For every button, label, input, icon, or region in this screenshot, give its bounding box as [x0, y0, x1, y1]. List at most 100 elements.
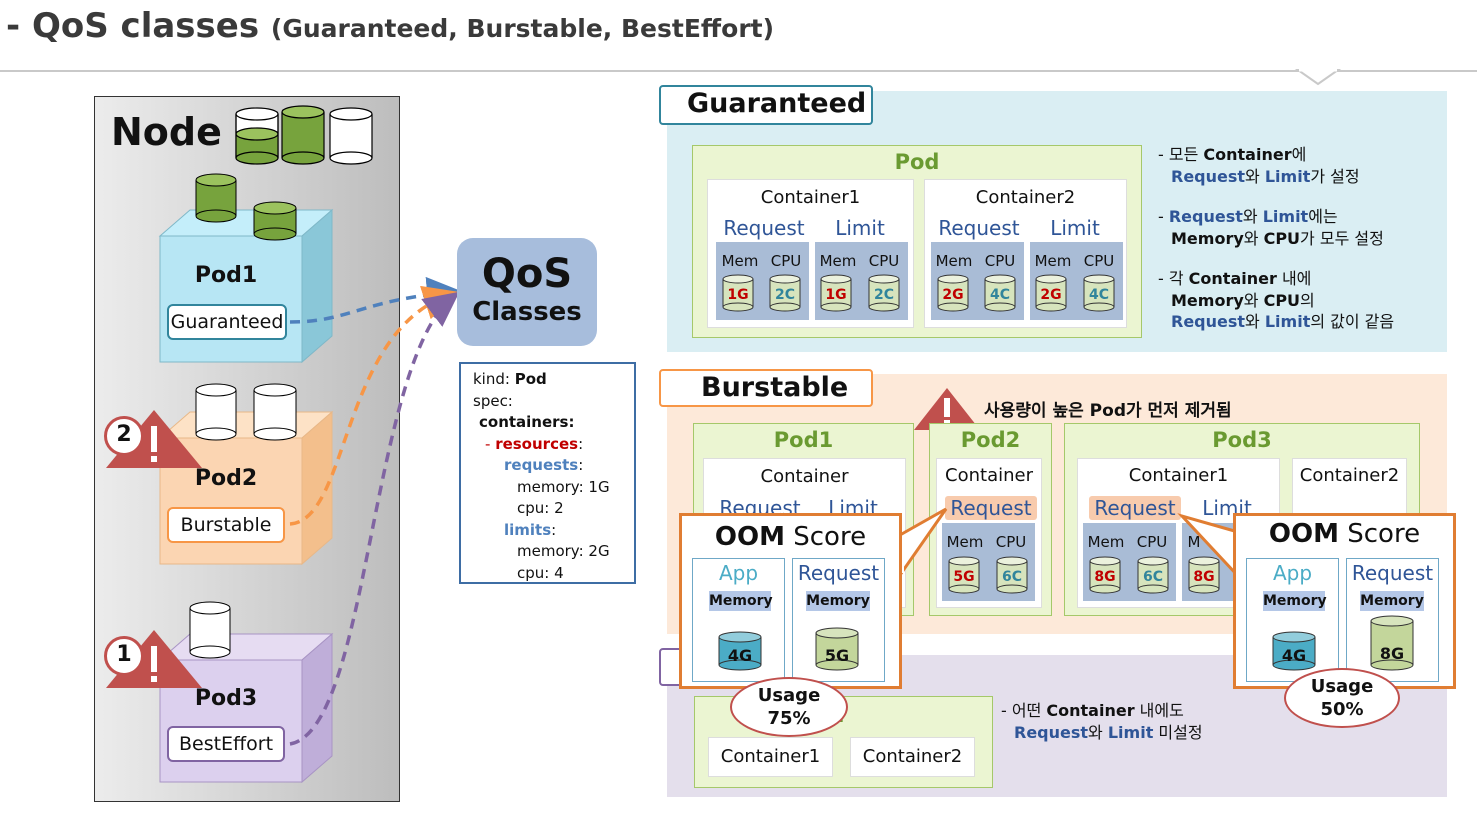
- be-container2-title: Container2: [862, 746, 963, 767]
- node-cylinder-2: [281, 105, 325, 165]
- b-pod2-container-title: Container: [945, 465, 1033, 486]
- g-c1-lim-mem-cylinder: 1G: [820, 274, 852, 312]
- b-pod2-mem-cylinder: 5G: [948, 556, 980, 594]
- oom-left-app-cylinder: 4G: [718, 631, 762, 671]
- pod1-cube: [158, 173, 334, 364]
- pod3-label: Pod3: [194, 686, 258, 711]
- g-c1-req-cpu-label: CPU: [770, 252, 802, 270]
- header-notch: [1294, 68, 1342, 86]
- oom-left-req-cylinder: 5G: [815, 627, 859, 671]
- g-c1-lim-cpu-label: CPU: [868, 252, 900, 270]
- guaranteed-tag: Guaranteed: [659, 85, 873, 125]
- oom-left-app-label: App: [718, 561, 759, 585]
- g-c2-req-mem-cylinder: 2G: [937, 274, 969, 312]
- b-pod3-cpu-label: CPU: [1136, 533, 1168, 551]
- g-c1-request-label: Request: [723, 216, 805, 240]
- b-pod3-container1-title: Container1: [1128, 465, 1229, 486]
- g-c1-req-cpu-cylinder: 2C: [769, 274, 801, 312]
- g-desc-line7: Request와 Limit의 값이 같음: [1171, 312, 1395, 331]
- g-c2-lim-cpu-label: CPU: [1083, 252, 1115, 270]
- node-title: Node: [111, 110, 222, 154]
- burstable-tag: Burstable: [659, 369, 873, 407]
- oom-right-usage-value: 50%: [1320, 699, 1364, 720]
- g-c2-lim-mem-label: Mem: [1034, 252, 1072, 270]
- b-pod3-limit-mem-cylinder: 8G: [1188, 556, 1220, 594]
- g-c2-limit-label: Limit: [1050, 216, 1100, 240]
- pod2-priority-badge: 2: [104, 416, 144, 456]
- b-pod3-mem-label: Mem: [1087, 533, 1125, 551]
- g-c2-lim-mem-cylinder: 2G: [1035, 274, 1067, 312]
- page-title: - QoS classes (Guaranteed, Burstable, Be…: [6, 6, 774, 46]
- yaml-spec: spec:: [473, 391, 513, 410]
- pod-cubes: [158, 173, 334, 784]
- g-c2-req-cpu-cylinder: 4C: [984, 274, 1016, 312]
- g-c1-limit-label: Limit: [835, 216, 885, 240]
- yaml-limits: limits:: [504, 520, 557, 539]
- yaml-requests: requests:: [504, 456, 584, 474]
- g-c2-req-cpu-label: CPU: [984, 252, 1016, 270]
- g-desc-line2: Request와 Limit가 설정: [1171, 166, 1360, 186]
- node-cylinder-1: [235, 107, 279, 165]
- b-pod2-title: Pod2: [960, 428, 1021, 452]
- g-c1-req-mem-label: Mem: [721, 252, 759, 270]
- oom-left-title: OOM Score: [714, 522, 867, 552]
- g-desc-line6: Memory와 CPU의: [1171, 290, 1315, 310]
- oom-right-usage: Usage 50%: [1284, 668, 1400, 728]
- g-container1-title: Container1: [760, 187, 861, 208]
- oom-left-request-label: Request: [797, 561, 880, 585]
- pod1-qos-tag: Guaranteed: [167, 304, 287, 340]
- b-pod3-request-label: Request: [1089, 496, 1181, 520]
- qos-classes-box: QoS Classes: [457, 238, 597, 346]
- b-pod2-mem-label: Mem: [946, 533, 984, 551]
- pod3-qos-tag: BestEffort: [167, 726, 285, 762]
- b-pod1-title: Pod1: [773, 428, 834, 452]
- be-container1: [708, 737, 833, 777]
- g-c1-lim-cpu-cylinder: 2C: [868, 274, 900, 312]
- g-desc-line5: - 각 Container 내에: [1158, 269, 1312, 288]
- be-container2: [850, 737, 975, 777]
- b-pod2-request-label: Request: [945, 496, 1037, 520]
- oom-left-usage: Usage 75%: [730, 677, 848, 737]
- pod-yaml-spec: kind: Pod spec: containers: - resources:…: [459, 362, 636, 584]
- guaranteed-pod-title: Pod: [894, 150, 940, 174]
- b-pod3-limit-mem-label: M: [1187, 533, 1201, 551]
- burstable-warning-icon: [914, 388, 980, 430]
- g-c2-req-mem-label: Mem: [935, 252, 973, 270]
- node-cylinder-3: [329, 107, 373, 165]
- arrow-besteffort: [289, 291, 460, 746]
- title-subtitle: (Guaranteed, Burstable, BestEffort): [270, 14, 775, 43]
- yaml-req-memory: memory: 1G: [517, 477, 610, 496]
- header-divider: [0, 70, 1477, 72]
- g-c2-request-label: Request: [938, 216, 1020, 240]
- oom-right-request-label: Request: [1351, 561, 1434, 585]
- b-pod3-cpu-cylinder: 6C: [1137, 556, 1169, 594]
- g-desc-line4: Memory와 CPU가 모두 설정: [1171, 228, 1384, 248]
- g-c1-req-mem-cylinder: 1G: [722, 274, 754, 312]
- be-desc-line2: Request와 Limit 미설정: [1014, 722, 1203, 742]
- burstable-warning-text: 사용량이 높은 Pod가 먼저 제거됨: [984, 401, 1232, 421]
- qos-label: QoS: [481, 251, 573, 297]
- yaml-resources: - resources:: [485, 434, 584, 453]
- pod1-label: Pod1: [194, 263, 258, 288]
- yaml-kind: kind: Pod: [473, 370, 547, 388]
- g-container2-title: Container2: [975, 187, 1076, 208]
- oom-right-app-cylinder: 4G: [1272, 631, 1316, 671]
- oom-left-usage-value: 75%: [767, 708, 811, 729]
- guaranteed-description: - 모든 Container에 Request와 Limit가 설정 - Req…: [1158, 144, 1394, 333]
- oom-right-title: OOM Score: [1268, 519, 1421, 549]
- b-pod2-cpu-cylinder: 6C: [996, 556, 1028, 594]
- be-container1-title: Container1: [720, 746, 821, 767]
- g-desc-line3: - Request와 Limit에는: [1158, 207, 1338, 226]
- arrow-burstable: [289, 285, 459, 526]
- besteffort-description: - 어떤 Container 내에도 Request와 Limit 미설정: [1001, 700, 1203, 743]
- title-text: - QoS classes: [6, 6, 260, 46]
- oom-left-req-memory-tag: Memory: [806, 591, 870, 611]
- oom-right-req-memory-tag: Memory: [1360, 591, 1424, 611]
- b-pod2-cpu-label: CPU: [995, 533, 1027, 551]
- b-pod1-container-title: Container: [760, 466, 849, 487]
- pod2-cube: [158, 383, 334, 566]
- yaml-containers: containers:: [479, 413, 575, 431]
- g-c2-lim-cpu-cylinder: 4C: [1083, 274, 1115, 312]
- oom-right-app-memory-tag: Memory: [1263, 591, 1327, 611]
